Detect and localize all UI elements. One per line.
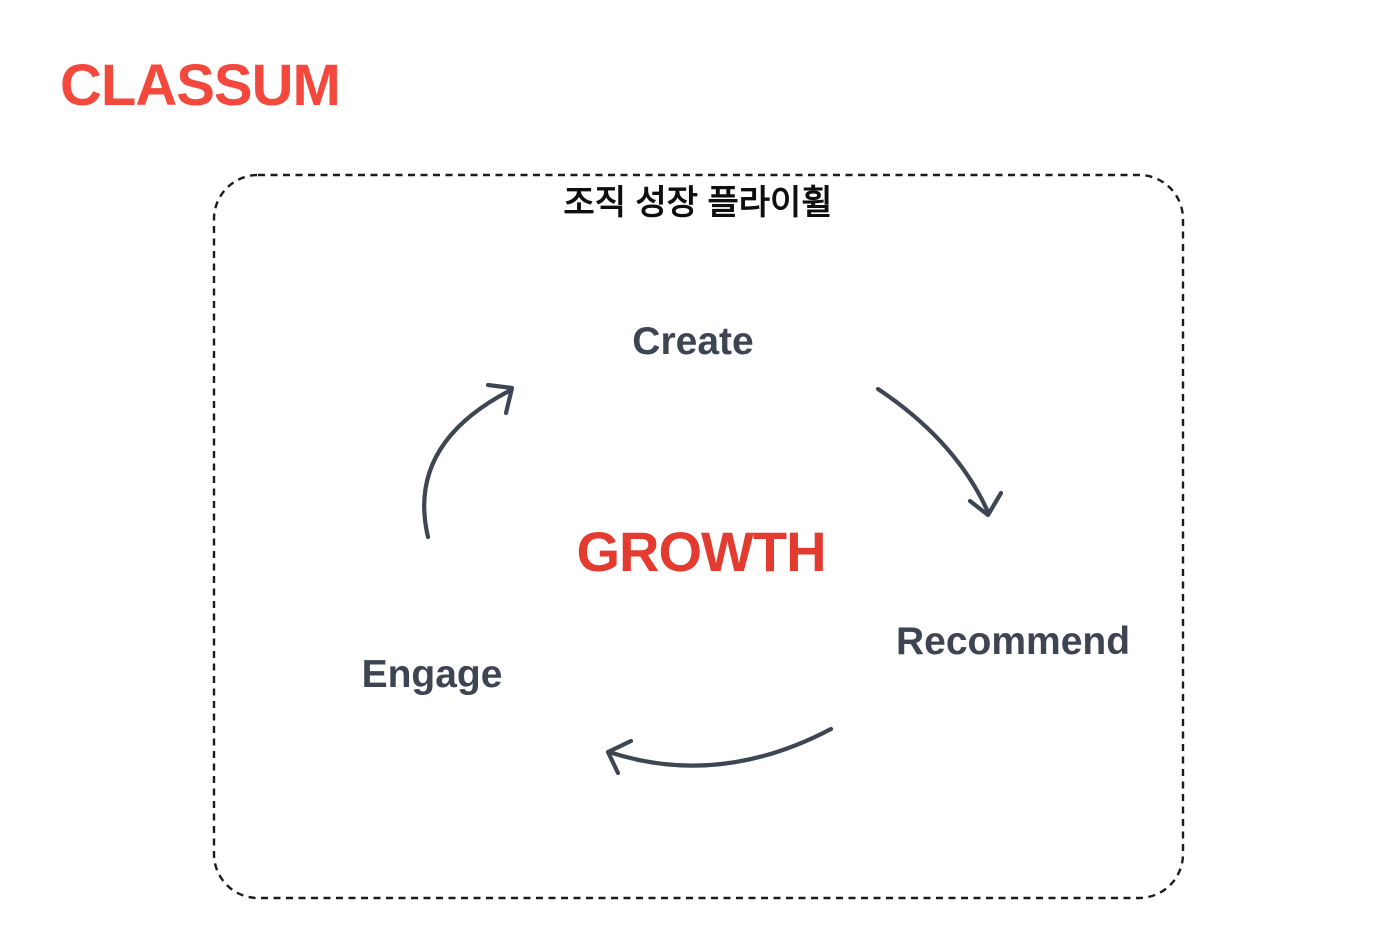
- node-label-create: Create: [632, 320, 754, 363]
- arrow-engage-to-create: [422, 382, 515, 540]
- diagram-title: 조직 성장 플라이휠: [563, 184, 833, 222]
- classum-logo: CLASSUM: [60, 53, 341, 118]
- dashed-frame-border: [212, 173, 1185, 900]
- node-label-engage: Engage: [361, 653, 503, 696]
- arrow-recommend-to-engage: [605, 726, 834, 776]
- center-label-growth: GROWTH: [576, 520, 826, 583]
- arrow-create-to-recommend: [875, 386, 1004, 518]
- node-label-recommend: Recommend: [895, 620, 1131, 663]
